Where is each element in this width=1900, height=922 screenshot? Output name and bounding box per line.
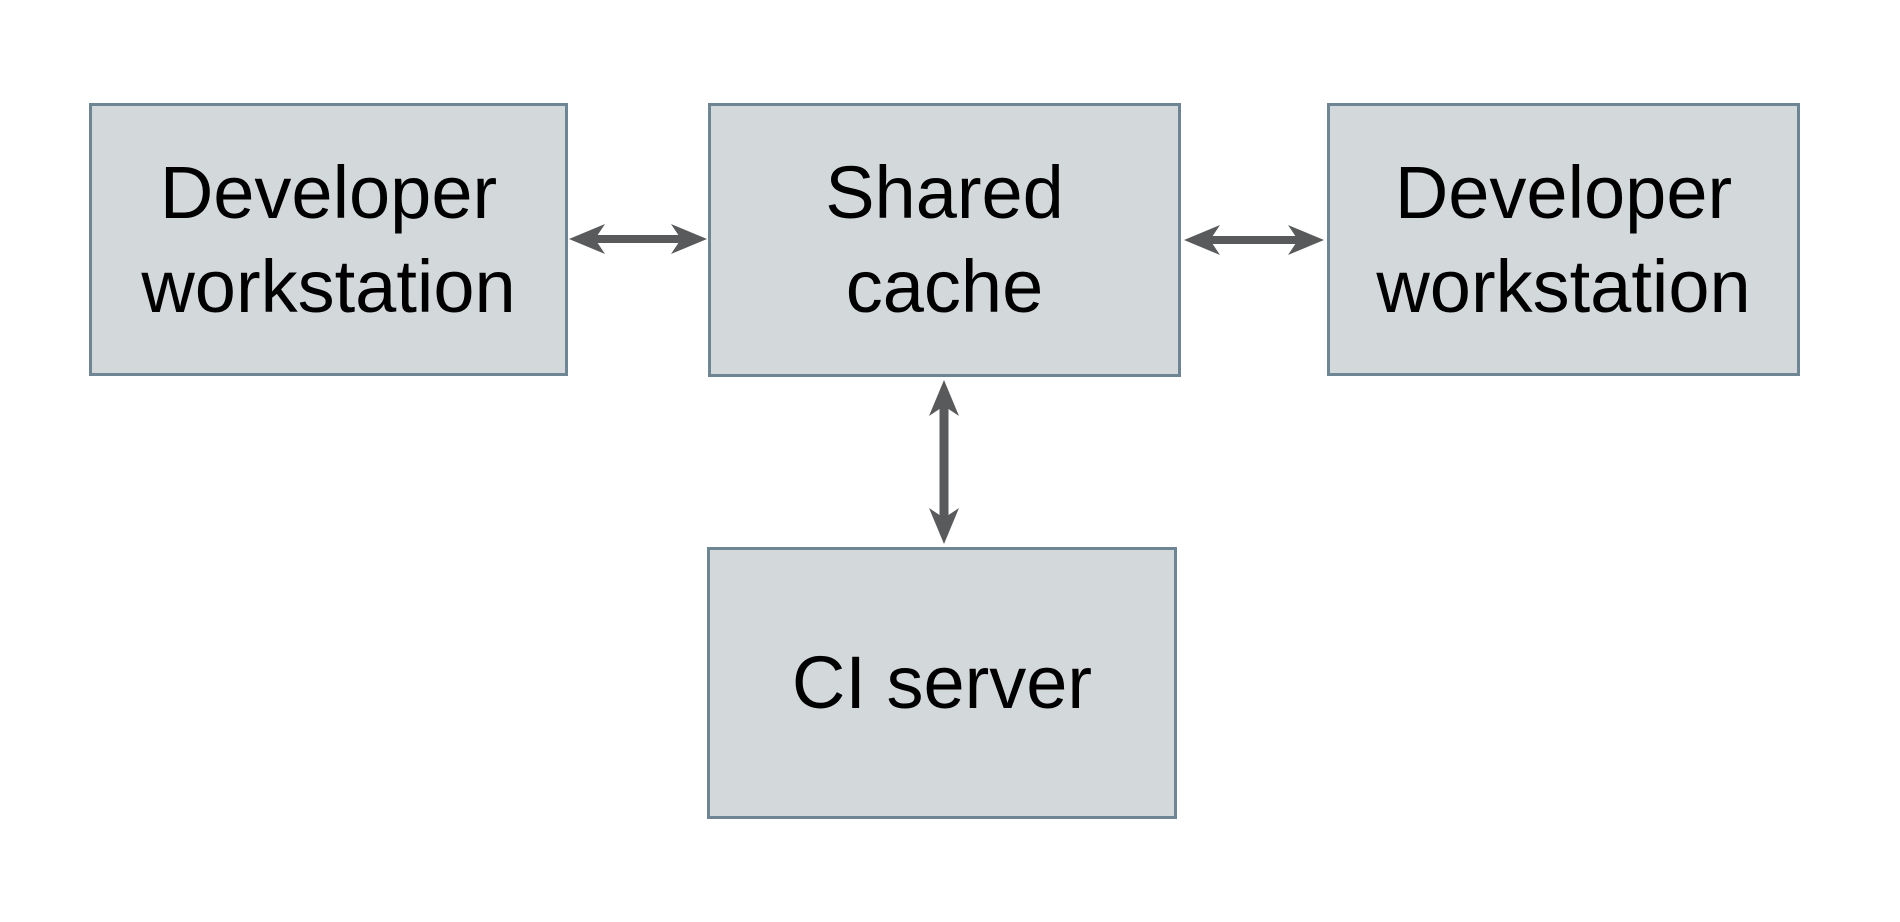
node-ci-server: CI server [707, 547, 1177, 819]
double-arrow-left-workstation-shared-cache [569, 224, 707, 254]
node-label-ci-server: CI server [791, 641, 1093, 725]
arrowhead-left-icon [569, 224, 605, 254]
node-label-developer-workstation-right: Developer workstation [1376, 150, 1751, 328]
node-developer-workstation-left: Developer workstation [89, 103, 568, 376]
node-developer-workstation-right: Developer workstation [1327, 103, 1800, 376]
arrowhead-right-icon [671, 224, 707, 254]
arrowhead-down-icon [929, 508, 959, 544]
node-label-developer-workstation-left: Developer workstation [141, 150, 516, 328]
double-arrow-shared-cache-ci-server [929, 380, 959, 544]
arrowhead-left-icon [1184, 225, 1220, 255]
double-arrow-shared-cache-right-workstation [1184, 225, 1324, 255]
arrowhead-up-icon [929, 380, 959, 416]
node-shared-cache: Shared cache [708, 103, 1181, 377]
arrowhead-right-icon [1288, 225, 1324, 255]
node-label-shared-cache: Shared cache [825, 151, 1064, 328]
